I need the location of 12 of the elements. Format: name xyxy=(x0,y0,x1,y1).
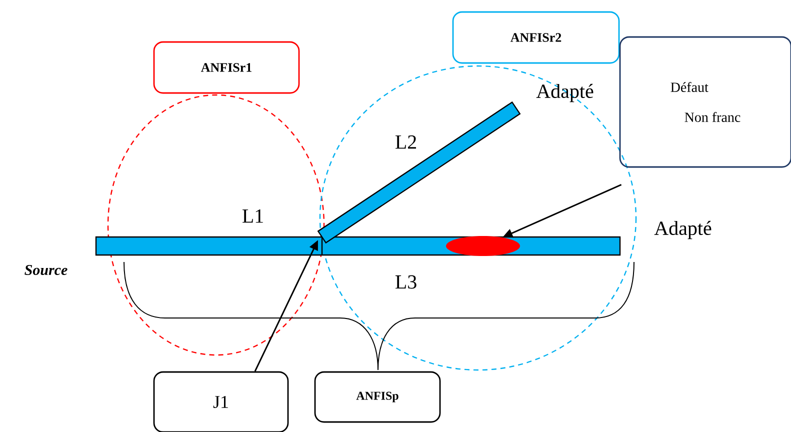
junction-box: J1 xyxy=(153,371,289,432)
source-label: Source xyxy=(24,264,68,276)
label-box: ANFISr2 xyxy=(452,11,620,64)
end-label: Adapté xyxy=(536,84,594,102)
line-label: L1 xyxy=(242,209,263,223)
line-label: L2 xyxy=(395,135,416,149)
label-box: ANFISp xyxy=(314,371,441,423)
end-label: Adapté xyxy=(654,220,712,240)
callout-box: Défaut Non franc xyxy=(619,36,791,168)
fault-ellipse xyxy=(446,236,520,256)
line-label: L3 xyxy=(395,275,416,289)
label-box: ANFISr1 xyxy=(153,41,300,94)
